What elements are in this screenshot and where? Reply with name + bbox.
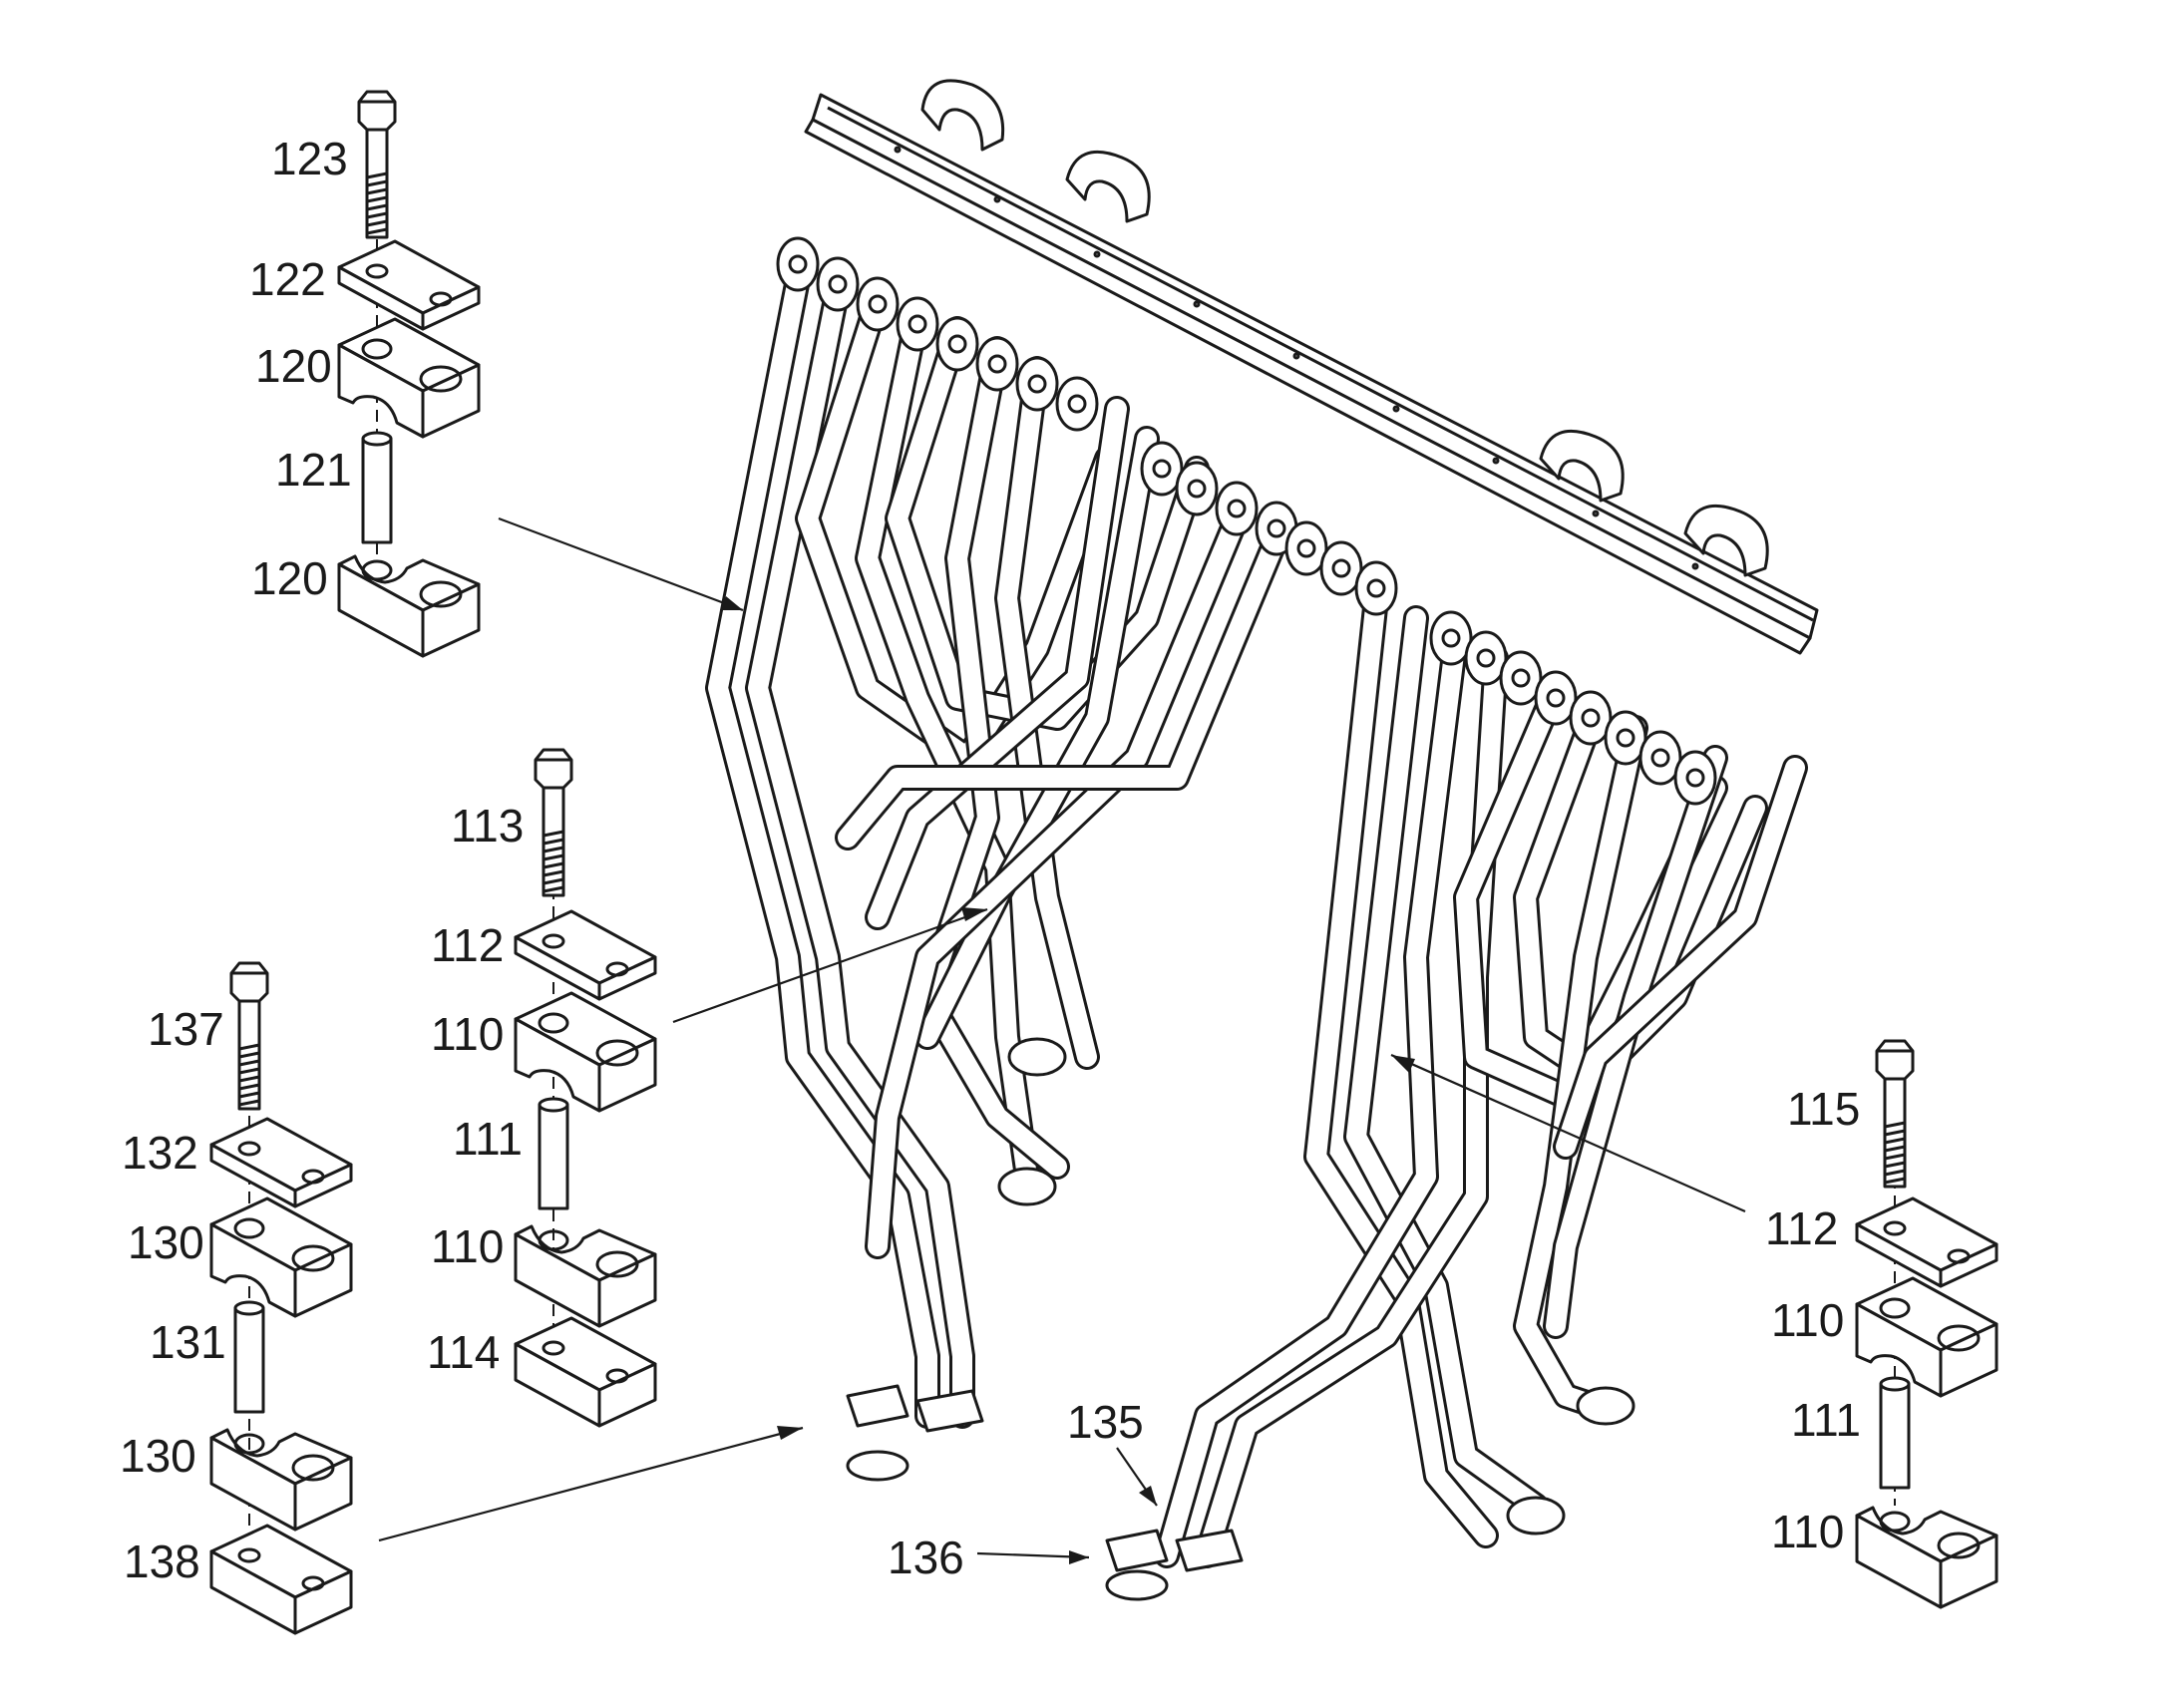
- spacer-sleeve-icon: [538, 1097, 569, 1210]
- callout-112-right: 112: [1765, 1202, 1838, 1254]
- clamp-half-icon: [514, 1224, 657, 1328]
- clamp-half-icon: [337, 317, 481, 439]
- hex-bolt-icon: [229, 961, 269, 1111]
- callout-115: 115: [1787, 1083, 1860, 1135]
- spacer-sleeve-icon: [1879, 1376, 1911, 1490]
- manifold-assembly: [705, 79, 1819, 1601]
- callout-130-lower: 130: [120, 1430, 196, 1482]
- callout-136: 136: [888, 1532, 964, 1583]
- callout-131: 131: [150, 1316, 226, 1368]
- callout-111-right: 111: [1791, 1394, 1861, 1446]
- clamp-stack-b: [514, 748, 657, 1428]
- callout-110-b-lower: 110: [431, 1220, 504, 1272]
- clamp-half-icon: [209, 1196, 353, 1318]
- clamp-plate-icon: [1855, 1196, 1998, 1288]
- callout-121: 121: [275, 444, 352, 496]
- clamp-half-icon: [209, 1428, 353, 1532]
- callout-130-upper: 130: [128, 1216, 204, 1268]
- callout-110-b-upper: 110: [431, 1008, 504, 1060]
- clamp-plate-icon: [337, 239, 481, 331]
- hex-bolt-icon: [534, 748, 573, 897]
- callout-120-lower: 120: [251, 552, 328, 604]
- spacer-sleeve-icon: [361, 431, 393, 544]
- spacer-sleeve-icon: [233, 1300, 265, 1414]
- callout-114: 114: [427, 1326, 500, 1378]
- clamp-plate-icon: [514, 909, 657, 1001]
- callout-123: 123: [271, 133, 348, 184]
- clamp-half-icon: [514, 991, 657, 1113]
- clamp-half-icon: [337, 554, 481, 658]
- callout-135: 135: [1067, 1396, 1144, 1448]
- callout-111-left: 111: [453, 1113, 523, 1165]
- callout-113: 113: [451, 800, 524, 852]
- callout-137: 137: [148, 1003, 224, 1055]
- clamp-half-icon: [1855, 1276, 1998, 1398]
- clamp-base-icon: [209, 1524, 353, 1635]
- callout-138: 138: [124, 1536, 200, 1587]
- flange-row: [776, 236, 1717, 806]
- right-pipe-bundle: [1154, 585, 1808, 1568]
- callout-110-d-upper: 110: [1771, 1294, 1844, 1346]
- callout-122: 122: [249, 253, 326, 305]
- callout-132: 132: [122, 1127, 198, 1179]
- mounting-rail: [804, 79, 1819, 655]
- hex-bolt-icon: [357, 90, 397, 239]
- clamp-plate-icon: [209, 1117, 353, 1208]
- outlet-fittings: [846, 1037, 1635, 1601]
- clamp-stack-a: [337, 90, 481, 658]
- clamp-stack-c: [209, 961, 353, 1635]
- leader-lines: [378, 516, 1746, 1564]
- clamp-half-icon: [1855, 1506, 1998, 1609]
- callout-120-upper: 120: [255, 340, 332, 392]
- hex-bolt-icon: [1875, 1039, 1915, 1189]
- callout-110-d-lower: 110: [1771, 1506, 1844, 1557]
- left-pipe-bundle: [705, 266, 1289, 1429]
- clamp-stack-d: [1855, 1039, 1998, 1609]
- clamp-base-icon: [514, 1316, 657, 1428]
- callout-112-left: 112: [431, 919, 504, 971]
- callout-labels: 123 122 120 121 120 113 112 110 111 110 …: [120, 133, 1861, 1587]
